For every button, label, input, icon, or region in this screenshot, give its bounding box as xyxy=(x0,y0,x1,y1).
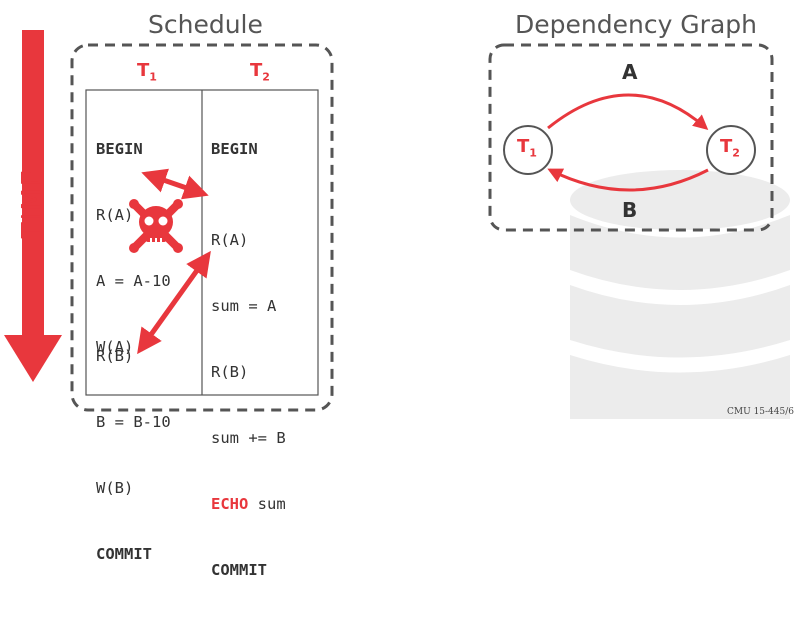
time-label-text: TIME xyxy=(17,167,48,239)
slide: Schedule Dependency Graph TIME T1 T2 BEG… xyxy=(4,10,794,579)
t2-header-sub: 2 xyxy=(262,70,270,84)
op-line: R(A) xyxy=(211,231,249,249)
node-t1 xyxy=(503,125,553,175)
t2-ops-top: BEGIN xyxy=(211,94,258,204)
op-line: COMMIT xyxy=(96,545,152,563)
edge-a-label: A xyxy=(622,60,638,84)
graph-frame xyxy=(488,43,774,232)
echo-keyword: ECHO xyxy=(211,495,249,513)
t2-header: T2 xyxy=(250,60,270,84)
node-t1-sub: 1 xyxy=(529,146,537,160)
op-line: R(A) xyxy=(96,206,134,224)
node-t2-letter: T xyxy=(720,136,733,157)
t1-header-letter: T xyxy=(137,60,150,81)
op-line: sum += B xyxy=(211,429,286,447)
footer-course-label: CMU 15-445/6 xyxy=(727,407,794,417)
op-line: R(B) xyxy=(211,363,249,381)
echo-arg: sum xyxy=(248,495,286,513)
op-line: sum = A xyxy=(211,297,277,315)
t2-header-letter: T xyxy=(250,60,263,81)
op-line: A = A-10 xyxy=(96,272,171,290)
t1-ops-bottom: R(B) B = B-10 W(B) COMMIT xyxy=(96,301,171,609)
op-line: BEGIN xyxy=(211,140,258,158)
op-line: COMMIT xyxy=(211,561,267,579)
edge-b-arrow xyxy=(547,168,709,192)
node-t1-label: T1 xyxy=(517,136,537,160)
node-t2 xyxy=(706,125,756,175)
arrow-down-icon xyxy=(4,30,62,382)
skull-crossbones-icon xyxy=(129,199,183,253)
conflict-arrow-a xyxy=(141,168,209,200)
op-line: BEGIN xyxy=(96,140,143,158)
node-t2-label: T2 xyxy=(720,136,740,160)
time-label: TIME xyxy=(14,158,50,248)
graph-title: Dependency Graph xyxy=(515,10,757,39)
node-t2-sub: 2 xyxy=(732,146,740,160)
t2-ops-mid: R(A) sum = A R(B) sum += B ECHO sum COMM… xyxy=(211,185,286,625)
op-line: W(B) xyxy=(96,479,134,497)
slide-graphics xyxy=(4,30,790,419)
t1-header-sub: 1 xyxy=(149,70,157,84)
database-watermark-icon xyxy=(570,170,790,419)
op-line: W(A) xyxy=(96,338,134,356)
schedule-title: Schedule xyxy=(148,10,263,39)
op-line-echo: ECHO sum xyxy=(211,493,286,515)
op-line: R(B) xyxy=(96,347,134,365)
node-t1-letter: T xyxy=(517,136,530,157)
conflict-arrow-b xyxy=(137,250,211,355)
op-line: B = B-10 xyxy=(96,413,171,431)
t1-ops-top: BEGIN R(A) A = A-10 W(A) xyxy=(96,94,171,402)
t1-header: T1 xyxy=(137,60,157,84)
edge-a-arrow xyxy=(547,93,709,130)
edge-b-label: B xyxy=(622,198,638,222)
